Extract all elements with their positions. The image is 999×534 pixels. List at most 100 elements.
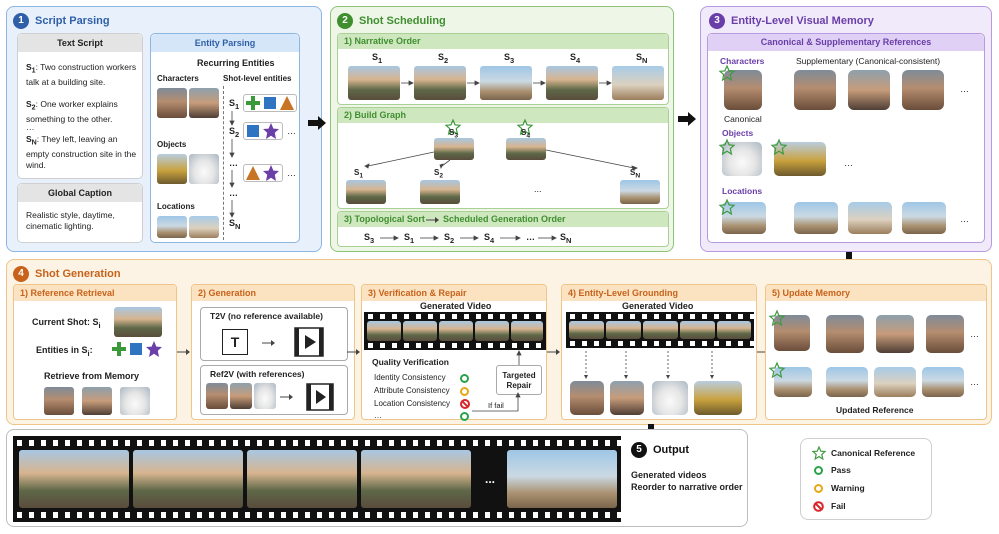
canonical-object-thumb [722,142,762,176]
shot-row-label: S1 [229,98,240,111]
graph-node-thumb [506,138,546,160]
update-dots: … [970,329,979,339]
narrative-shot-label: S1 [372,52,383,65]
generated-video-filmstrip [364,312,546,350]
topological-sort-label: 3) Topological Sort [344,214,425,224]
order-item: S3 [364,232,375,245]
ref2v-reference-thumb [254,383,276,409]
global-caption-header: Global Caption [18,184,142,202]
arrow-right-icon [177,349,190,355]
supplementary-character-thumb [848,70,890,110]
characters-label: Characters [157,74,199,83]
purple-star-icon [263,123,279,139]
graph-node-thumb [620,180,660,204]
generation-label: 2) Generation [198,288,257,298]
generated-video-label: Generated Video [420,301,492,311]
row-dots: … [287,168,296,178]
step-number-badge: 4 [13,266,29,282]
arrow-right-icon [262,340,275,346]
script-line-sn: SN: They left, leaving an empty construc… [26,134,137,170]
video-play-icon [294,327,324,357]
graph-node-label: S1 [354,168,364,180]
generation-box: 2) Generation T2V (no reference availabl… [191,284,355,420]
grounded-object-crop [652,381,688,415]
build-graph-label: 2) Build Graph [344,110,407,120]
canonical-star-icon [718,64,736,82]
supplementary-character-thumb [794,70,836,110]
shot-thumbnail [480,66,532,100]
narrative-shot-label: SN [636,52,648,65]
retrieved-character-thumb [44,387,74,415]
grounding-video-filmstrip [566,312,754,348]
objects-label: Objects [157,140,187,149]
retrieved-character-thumb [82,387,112,415]
reference-retrieval-box: 1) Reference Retrieval Current Shot: Si … [13,284,177,420]
memory-locations-label: Locations [722,186,763,196]
shot-thumbnail [348,66,400,100]
arrow-right-icon [426,217,439,223]
supplementary-location-thumb [848,202,892,234]
blue-square-icon [264,97,276,109]
global-caption-box: Global Caption Realistic style, daytime,… [17,183,143,243]
legend-box: Canonical Reference Pass Warning Fail [800,438,932,520]
graph-node-thumb [434,138,474,160]
check-location: Location Consistency [374,399,451,408]
ref2v-label: Ref2V (with references) [210,369,305,379]
retrieve-from-memory-label: Retrieve from Memory [44,371,140,381]
topological-sort-box: 3) Topological Sort Scheduled Generation… [337,211,669,247]
graph-node-label: S3 [449,128,459,140]
current-shot-label: Current Shot: Si [32,317,101,330]
scheduled-order-label: Scheduled Generation Order [443,214,566,224]
order-item: SN [560,232,572,245]
canonical-star-icon [718,198,736,216]
recurring-entities-label: Recurring Entities [197,58,275,68]
text-script-box: Text Script S1: Two construction workers… [17,33,143,179]
orange-triangle-icon [246,166,260,180]
location-thumb-2 [189,216,219,238]
step-number-badge: 5 [631,442,647,458]
text-script-header: Text Script [18,34,142,52]
purple-star-icon [146,341,162,357]
if-fail-label: If fail [488,401,504,410]
retrieved-object-thumb [120,387,150,415]
repair-loop-arrows [472,350,522,412]
graph-node-thumb [420,180,460,204]
script-line-s1: S1: Two construction workers talk at a b… [26,62,137,87]
ref2v-reference-thumb [206,383,228,409]
narrative-shot-label: S4 [570,52,581,65]
film-dots: ... [484,472,495,486]
step-number-badge: 3 [709,13,725,29]
shot-row-label: … [229,158,238,168]
update-memory-label: 5) Update Memory [772,288,851,298]
location-thumb-1 [157,216,187,238]
grounded-object-crop [694,381,742,415]
script-ellipsis: … [26,122,35,132]
entity-parsing-box: Entity Parsing Recurring Entities Charac… [150,33,300,243]
reference-retrieval-label: 1) Reference Retrieval [20,288,115,298]
graph-node-label: S2 [434,168,444,180]
grounded-character-crop [610,381,644,415]
shot-row-label: … [229,188,238,198]
legend-fail-label: Fail [831,501,846,511]
text-t-icon: T [222,329,248,355]
t2v-label: T2V (no reference available) [210,311,323,321]
shot-entities-row-1 [243,94,297,112]
characters-dots: … [960,84,969,94]
canonical-references-box: Canonical & Supplementary References Cha… [707,33,985,243]
canonical-star-icon [768,309,786,327]
update-dots: … [970,377,979,387]
script-line-s2: S2: One worker explains something to the… [26,99,118,124]
shot-entities-row-2 [243,122,283,140]
warning-circle-icon [814,484,823,493]
green-cross-icon [112,342,126,356]
legend-warning-label: Warning [831,483,865,493]
narrative-shot-label: S3 [504,52,515,65]
supplementary-location-thumb [902,202,946,234]
current-shot-thumb [114,307,162,337]
